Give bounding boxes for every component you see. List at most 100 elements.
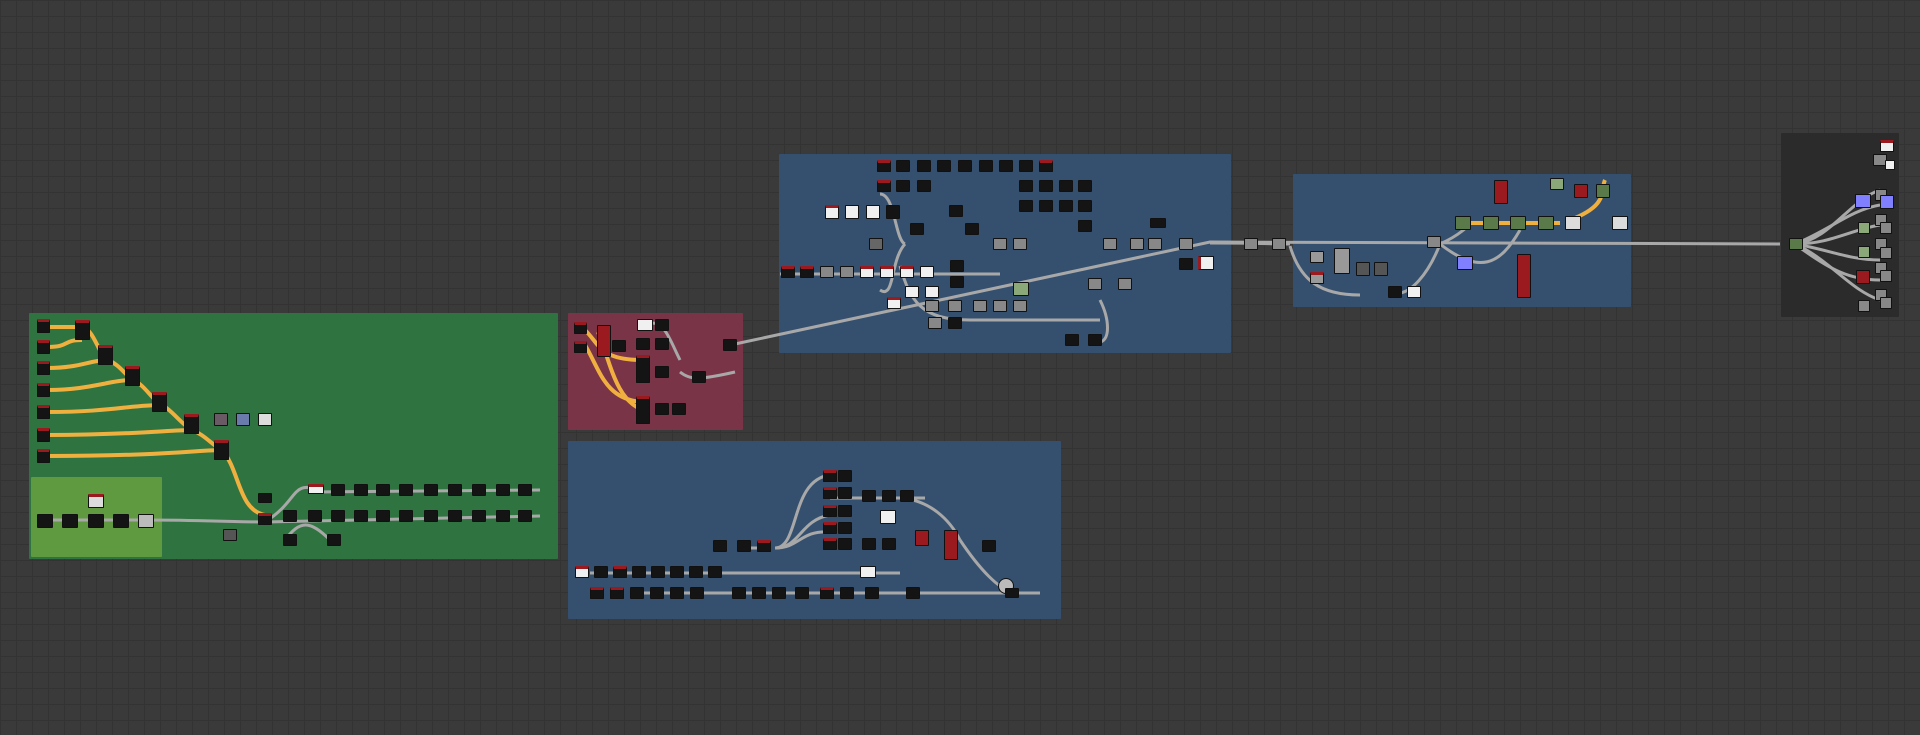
graph-node[interactable] [1019,180,1033,192]
graph-node[interactable] [838,505,852,517]
graph-node[interactable] [354,484,368,496]
graph-node[interactable] [965,223,979,235]
graph-node[interactable] [472,510,486,522]
graph-node[interactable] [781,266,795,278]
graph-node[interactable] [1039,200,1053,212]
graph-node[interactable] [1517,254,1531,298]
graph-node[interactable] [862,490,876,502]
graph-node[interactable] [1118,278,1132,290]
graph-node[interactable] [752,587,766,599]
graph-node[interactable] [1550,178,1564,190]
graph-node[interactable] [98,345,113,365]
graph-node[interactable] [866,205,880,219]
graph-node[interactable] [860,266,874,278]
graph-node[interactable] [915,530,929,546]
graph-node[interactable] [636,338,650,350]
graph-node[interactable] [37,405,50,419]
graph-node[interactable] [993,238,1007,250]
graph-node[interactable] [948,317,962,329]
graph-node[interactable] [376,484,390,496]
graph-node[interactable] [376,510,390,522]
graph-node[interactable] [993,300,1007,312]
graph-node[interactable] [1150,218,1166,228]
graph-node[interactable] [1130,238,1144,250]
graph-node[interactable] [1880,140,1894,152]
graph-node[interactable] [236,413,250,426]
graph-node[interactable] [258,513,272,525]
graph-node[interactable] [906,587,920,599]
graph-node[interactable] [655,366,669,378]
graph-node[interactable] [1013,238,1027,250]
graph-node[interactable] [424,484,438,496]
graph-node[interactable] [950,260,964,272]
graph-node[interactable] [937,160,951,172]
graph-node[interactable] [612,340,626,352]
graph-node[interactable] [1858,246,1870,258]
graph-node[interactable] [590,587,604,599]
graph-node[interactable] [823,505,837,517]
graph-node[interactable] [574,341,587,353]
graph-node[interactable] [820,587,834,599]
graph-node[interactable] [887,297,901,309]
graph-node[interactable] [880,266,894,278]
graph-node[interactable] [672,403,686,415]
graph-node[interactable] [214,413,228,426]
graph-node[interactable] [840,587,854,599]
graph-node[interactable] [1059,200,1073,212]
graph-node[interactable] [1334,248,1350,274]
graph-node[interactable] [1427,236,1441,248]
graph-node[interactable] [860,566,876,578]
graph-node[interactable] [1356,262,1370,276]
graph-node[interactable] [448,510,462,522]
graph-node[interactable] [1880,195,1894,209]
graph-node[interactable] [88,494,104,508]
graph-node[interactable] [882,538,896,550]
graph-node[interactable] [905,286,919,298]
graph-node[interactable] [496,510,510,522]
graph-node[interactable] [594,566,608,578]
graph-node[interactable] [37,340,50,354]
graph-node[interactable] [772,587,786,599]
graph-node[interactable] [999,160,1013,172]
graph-node[interactable] [708,566,722,578]
graph-node[interactable] [910,223,924,235]
graph-node[interactable] [882,490,896,502]
graph-node[interactable] [575,566,589,578]
graph-node[interactable] [823,470,837,482]
graph-node[interactable] [1198,256,1214,270]
graph-node[interactable] [1510,216,1526,230]
graph-node[interactable] [670,566,684,578]
graph-node[interactable] [37,361,50,375]
graph-node[interactable] [283,534,297,546]
graph-node[interactable] [886,205,900,219]
graph-node[interactable] [1013,300,1027,312]
graph-node[interactable] [1858,300,1870,312]
graph-node[interactable] [1885,160,1895,170]
graph-node[interactable] [223,529,237,541]
graph-node[interactable] [331,484,345,496]
graph-node[interactable] [610,587,624,599]
graph-node[interactable] [928,317,942,329]
graph-node[interactable] [258,493,272,503]
graph-node[interactable] [327,534,341,546]
graph-node[interactable] [1880,297,1892,309]
graph-node[interactable] [113,514,129,528]
graph-node[interactable] [636,355,650,383]
graph-node[interactable] [1039,160,1053,172]
graph-node[interactable] [308,510,322,522]
graph-node[interactable] [838,538,852,550]
graph-node[interactable] [880,510,896,524]
graph-node[interactable] [1388,286,1402,298]
graph-node[interactable] [838,487,852,499]
graph-node[interactable] [1374,262,1388,276]
graph-node[interactable] [1856,270,1870,284]
graph-node[interactable] [613,566,627,578]
graph-node[interactable] [308,484,324,494]
graph-node[interactable] [982,540,996,552]
graph-node[interactable] [1179,238,1193,250]
graph-node[interactable] [1019,200,1033,212]
graph-node[interactable] [37,449,50,463]
graph-node[interactable] [1148,238,1162,250]
graph-node[interactable] [869,238,883,250]
